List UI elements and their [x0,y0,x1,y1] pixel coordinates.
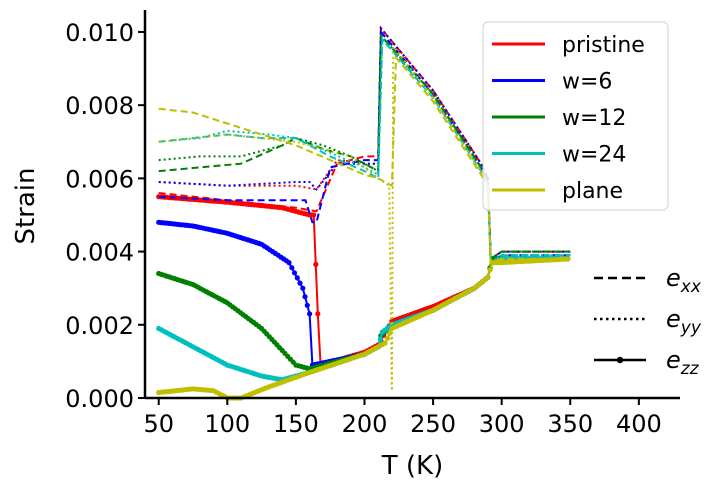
legend-label-pristine: pristine [562,33,645,58]
ezz-marker [300,285,306,291]
ezz-marker [315,311,321,317]
style-marker [616,356,624,364]
y-axis-title: Strain [11,167,41,244]
x-tick-label: 250 [410,410,456,438]
y-tick-label: 0.010 [65,19,134,47]
axes: 50 100 150 200 250 300 350 400 0.000 0.002 0.004 0.… [65,10,680,438]
legend-label-plane: plane [562,179,623,204]
series-w-6-ezz [158,221,571,367]
ezz-marker [313,261,319,267]
ezz-marker [564,256,571,262]
ezz-marker [297,280,303,286]
style-label-zz: ezz [666,346,700,379]
ezz-marker [302,294,308,300]
ezz-marker [384,335,390,341]
x-tick-label: 300 [479,410,525,438]
x-tick-label: 150 [273,410,319,438]
ezz-marker [286,260,292,266]
x-tick-label: 50 [143,410,174,438]
legend-label-w-12: w=12 [562,106,626,131]
style-label-xx: exx [666,264,702,297]
ezz-marker [485,274,491,280]
series-plane-ezz-markers [156,256,571,401]
y-tick-label: 0.006 [65,165,134,193]
y-tick-label: 0.002 [65,312,134,340]
x-tick-label: 200 [342,410,388,438]
series-w-12-eyy [158,33,571,261]
ezz-marker [382,340,388,346]
x-tick-label: 400 [616,410,662,438]
x-tick-label: 100 [204,410,250,438]
ezz-marker [307,311,313,317]
legend-series: pristine w=6 w=12 w=24 plane [482,21,669,211]
style-label-yy: eyy [666,305,702,338]
legend-styles: exx eyy ezz [594,264,702,379]
ezz-marker [311,212,317,218]
series-plane-exx [158,54,571,264]
ezz-marker [291,270,298,276]
series-w-24-ezz-markers [156,256,571,383]
series-plane-eyy [158,43,571,391]
series-pristine-ezz-markers [156,194,571,368]
y-tick-label: 0.004 [65,239,134,267]
ezz-marker [377,336,383,342]
ezz-marker [289,265,295,271]
ezz-marker [294,275,300,281]
legend-label-w-6: w=6 [562,70,612,95]
legend-label-w-24: w=24 [562,143,626,168]
ezz-marker [387,330,393,336]
series-pristine-ezz [158,195,571,367]
series-pristine-eyy [158,25,571,261]
x-axis-title: T (K) [381,451,443,481]
series-w-6-ezz-markers [156,219,571,368]
series-plane-ezz [158,257,571,399]
x-tick-label: 350 [547,410,593,438]
y-tick-label: 0.008 [65,92,134,120]
ezz-marker [304,302,310,308]
legend-frame [482,21,669,211]
series-layer [156,25,571,401]
ezz-marker [487,267,493,273]
y-tick-label: 0.000 [65,385,134,413]
